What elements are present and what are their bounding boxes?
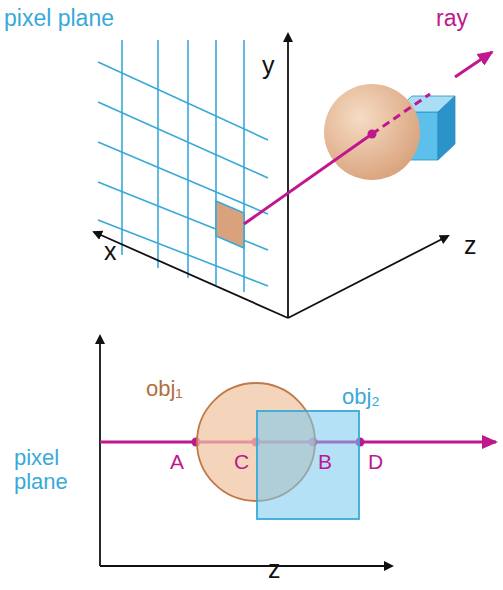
plane-label: pixel plane bbox=[4, 6, 114, 31]
point-label: C bbox=[234, 450, 249, 473]
axes-2d bbox=[100, 336, 392, 566]
plane-label: pixel plane bbox=[14, 446, 84, 494]
object-box: obj₂ bbox=[256, 410, 360, 520]
object-label: obj₂ bbox=[342, 384, 380, 410]
object-label: obj₁ bbox=[146, 376, 183, 402]
axis-label: z bbox=[268, 556, 281, 584]
object-box-outline bbox=[256, 410, 360, 520]
axis-label: y bbox=[262, 52, 275, 80]
axis-label: x bbox=[104, 238, 117, 266]
point-label: D bbox=[368, 450, 383, 473]
hit-dot bbox=[368, 130, 377, 139]
pixel-cell bbox=[216, 201, 244, 248]
axes-3d bbox=[94, 34, 448, 318]
axis-label: z bbox=[464, 232, 477, 260]
point-label: A bbox=[170, 450, 184, 473]
ray-label: ray bbox=[436, 6, 468, 31]
sphere bbox=[324, 84, 420, 180]
ray-hidden bbox=[372, 94, 430, 134]
pixel-grid bbox=[98, 40, 268, 292]
point-label: B bbox=[318, 450, 332, 473]
ray-line bbox=[244, 134, 372, 224]
ray-line bbox=[455, 52, 492, 77]
